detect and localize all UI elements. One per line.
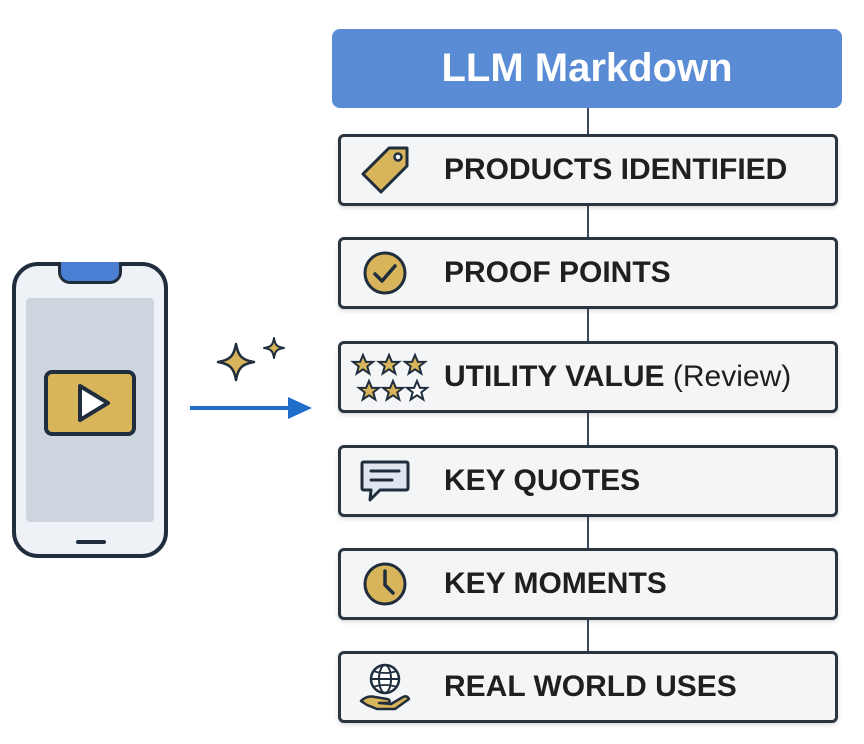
phone-home-bar: [76, 540, 106, 544]
card-utility-value: UTILITY VALUE (Review): [338, 341, 838, 413]
card-key-quotes: KEY QUOTES: [338, 445, 838, 517]
card-label: KEY QUOTES: [444, 464, 640, 498]
video-play-icon[interactable]: [44, 370, 136, 436]
card-label-suffix: (Review): [673, 360, 791, 393]
card-key-moments: KEY MOMENTS: [338, 548, 838, 620]
card-label-main: UTILITY VALUE: [444, 360, 665, 393]
card-label: REAL WORLD USES: [444, 670, 737, 704]
header-title: LLM Markdown: [332, 29, 842, 108]
phone-screen: [26, 298, 154, 522]
checkmark-circle-icon: [357, 245, 413, 301]
card-label: KEY MOMENTS: [444, 567, 667, 601]
globe-hand-icon: [357, 659, 413, 715]
phone-device: [12, 262, 168, 558]
clock-icon: [357, 556, 413, 612]
phone-notch: [58, 262, 122, 284]
star-rating-icon: [349, 349, 433, 405]
sparkle-icon: [214, 336, 294, 392]
card-products-identified: PRODUCTS IDENTIFIED: [338, 134, 838, 206]
card-proof-points: PROOF POINTS: [338, 237, 838, 309]
card-label: PRODUCTS IDENTIFIED: [444, 153, 787, 187]
flow-arrow-icon: [188, 394, 316, 422]
price-tag-icon: [357, 142, 413, 198]
card-real-world-uses: REAL WORLD USES: [338, 651, 838, 723]
card-label: PROOF POINTS: [444, 256, 671, 290]
speech-bubble-icon: [357, 453, 413, 509]
card-label: UTILITY VALUE (Review): [444, 360, 791, 394]
